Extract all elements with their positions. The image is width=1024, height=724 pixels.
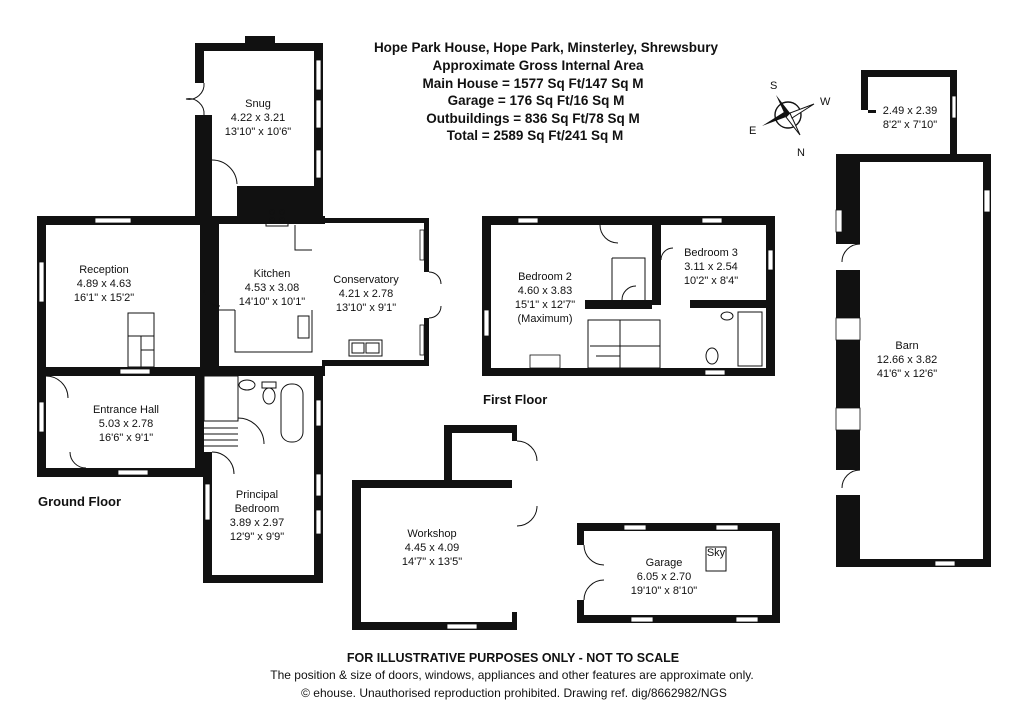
- total-area: Total = 2589 Sq Ft/241 Sq M: [447, 128, 623, 143]
- compass-w-label: W: [820, 96, 831, 108]
- bedroom3-metric: 3.11 x 2.54: [684, 261, 738, 273]
- bedroom2-note: (Maximum): [518, 313, 573, 325]
- principal-bedroom-label: Principal Bedroom 3.89 x 2.97 12'9" x 9'…: [230, 489, 284, 543]
- garage-label: Garage 6.05 x 2.70 19'10" x 8'10" Sky: [631, 547, 726, 597]
- barn-name: Barn: [895, 340, 918, 352]
- principal-bedroom-name2: Bedroom: [235, 503, 280, 515]
- main-house-area: Main House = 1577 Sq Ft/147 Sq M: [423, 76, 644, 91]
- entrance-hall-room: [37, 375, 204, 477]
- disclaimer-title: FOR ILLUSTRATIVE PURPOSES ONLY - NOT TO …: [347, 651, 679, 665]
- workshop-metric: 4.45 x 4.09: [405, 542, 459, 554]
- snug-metric: 4.22 x 3.21: [231, 112, 285, 124]
- bedroom3-name: Bedroom 3: [684, 247, 738, 259]
- room-labels: Snug 4.22 x 3.21 13'10" x 10'6" Receptio…: [74, 98, 937, 597]
- first-floor-label: First Floor: [483, 392, 547, 407]
- bedroom3-imperial: 10'2" x 8'4": [684, 275, 738, 287]
- conservatory-label: Conservatory 4.21 x 2.78 13'10" x 9'1": [333, 274, 399, 314]
- compass-e-label: E: [749, 125, 756, 137]
- entrance-hall-metric: 5.03 x 2.78: [99, 418, 153, 430]
- kitchen-metric: 4.53 x 3.08: [245, 282, 299, 294]
- bedroom2-name: Bedroom 2: [518, 271, 572, 283]
- ground-floor-label: Ground Floor: [38, 494, 121, 509]
- bedroom2-metric: 4.60 x 3.83: [518, 285, 572, 297]
- bedroom2-imperial: 15'1" x 12'7": [515, 299, 575, 311]
- small-outbuilding-label: 2.49 x 2.39 8'2" x 7'10": [883, 105, 937, 131]
- snug-name: Snug: [245, 98, 271, 110]
- garage-name: Garage: [646, 557, 683, 569]
- kitchen-imperial: 14'10" x 10'1": [239, 296, 306, 308]
- small-outbuilding-metric: 2.49 x 2.39: [883, 105, 937, 117]
- reception-name: Reception: [79, 264, 129, 276]
- garage-area: Garage = 176 Sq Ft/16 Sq M: [448, 93, 625, 108]
- workshop-imperial: 14'7" x 13'5": [402, 556, 462, 568]
- entrance-hall-imperial: 16'6" x 9'1": [99, 432, 153, 444]
- barn-label: Barn 12.66 x 3.82 41'6" x 12'6": [877, 340, 938, 380]
- kitchen-name: Kitchen: [254, 268, 291, 280]
- disclaimer-text: The position & size of doors, windows, a…: [270, 668, 753, 682]
- reception-metric: 4.89 x 4.63: [77, 278, 131, 290]
- workshop-name: Workshop: [407, 528, 456, 540]
- conservatory-metric: 4.21 x 2.78: [339, 288, 393, 300]
- principal-bedroom-imperial: 12'9" x 9'9": [230, 531, 284, 543]
- snug-label: Snug 4.22 x 3.21 13'10" x 10'6": [225, 98, 292, 138]
- bathroom-room: [203, 366, 323, 454]
- ground-floor-plan: Ground Floor: [37, 36, 442, 583]
- address-title: Hope Park House, Hope Park, Minsterley, …: [374, 40, 719, 55]
- barn-metric: 12.66 x 3.82: [877, 354, 938, 366]
- principal-bedroom-name: Principal: [236, 489, 278, 501]
- small-outbuilding: [861, 70, 957, 155]
- compass-icon: S W E N: [749, 80, 831, 159]
- workshop-label: Workshop 4.45 x 4.09 14'7" x 13'5": [402, 528, 462, 568]
- area-title: Approximate Gross Internal Area: [432, 58, 644, 73]
- garage-building: [577, 523, 780, 623]
- compass-s-label: S: [770, 80, 777, 92]
- snug-imperial: 13'10" x 10'6": [225, 126, 292, 138]
- conservatory-imperial: 13'10" x 9'1": [336, 302, 396, 314]
- reception-room: [37, 216, 219, 376]
- entrance-hall-name: Entrance Hall: [93, 404, 159, 416]
- bedroom2-label: Bedroom 2 4.60 x 3.83 15'1" x 12'7" (Max…: [515, 271, 575, 325]
- principal-bedroom-room: [203, 451, 323, 583]
- bedroom3-label: Bedroom 3 3.11 x 2.54 10'2" x 8'4": [684, 247, 738, 287]
- garage-sky-label: Sky: [707, 547, 726, 559]
- compass-n-label: N: [797, 147, 805, 159]
- principal-bedroom-metric: 3.89 x 2.97: [230, 517, 284, 529]
- workshop-building: [352, 425, 538, 630]
- conservatory-room: [322, 218, 442, 366]
- conservatory-name: Conservatory: [333, 274, 399, 286]
- copyright-text: © ehouse. Unauthorised reproduction proh…: [301, 686, 727, 700]
- outbuildings-area: Outbuildings = 836 Sq Ft/78 Sq M: [426, 111, 639, 126]
- barn-imperial: 41'6" x 12'6": [877, 368, 937, 380]
- reception-imperial: 16'1" x 15'2": [74, 292, 134, 304]
- entrance-hall-label: Entrance Hall 5.03 x 2.78 16'6" x 9'1": [93, 404, 159, 444]
- snug-room: [185, 36, 323, 220]
- area-summary: Hope Park House, Hope Park, Minsterley, …: [374, 40, 719, 143]
- garage-imperial: 19'10" x 8'10": [631, 585, 698, 597]
- footer: FOR ILLUSTRATIVE PURPOSES ONLY - NOT TO …: [270, 651, 753, 700]
- reception-label: Reception 4.89 x 4.63 16'1" x 15'2": [74, 264, 134, 304]
- kitchen-label: Kitchen 4.53 x 3.08 14'10" x 10'1": [239, 268, 306, 308]
- garage-metric: 6.05 x 2.70: [637, 571, 691, 583]
- barn-building: [835, 154, 991, 567]
- first-floor-plan: First Floor: [482, 216, 775, 407]
- small-outbuilding-imperial: 8'2" x 7'10": [883, 119, 937, 131]
